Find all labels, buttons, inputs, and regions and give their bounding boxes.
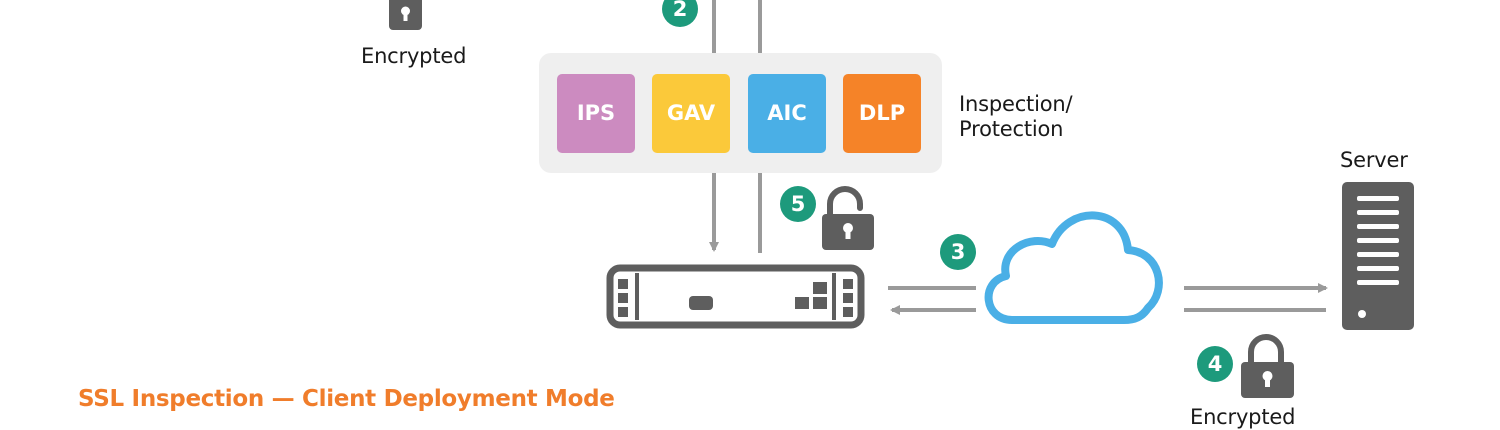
step-3-badge: 3 — [940, 234, 976, 270]
encrypted-label: Encrypted — [361, 44, 467, 68]
server-label: Server — [1340, 148, 1408, 172]
firewall-appliance-icon — [606, 264, 865, 329]
module-dlp: DLP — [843, 74, 921, 153]
lock-icon — [389, 0, 422, 30]
inspection-label-line2: Protection — [959, 117, 1064, 141]
inspection-label-line1: Inspection/ — [959, 92, 1073, 116]
diagram-title: SSL Inspection — Client Deployment Mode — [78, 386, 615, 412]
step-4-badge: 4 — [1197, 346, 1233, 382]
step-5-badge: 5 — [780, 186, 816, 222]
cloud-icon — [984, 211, 1163, 324]
encrypted-label: Encrypted — [1190, 405, 1296, 429]
module-aic: AIC — [748, 74, 826, 153]
module-ips: IPS — [557, 74, 635, 153]
module-gav: GAV — [652, 74, 730, 153]
unlock-icon — [822, 186, 874, 250]
lock-icon — [1241, 334, 1294, 398]
server-icon — [1342, 182, 1414, 330]
